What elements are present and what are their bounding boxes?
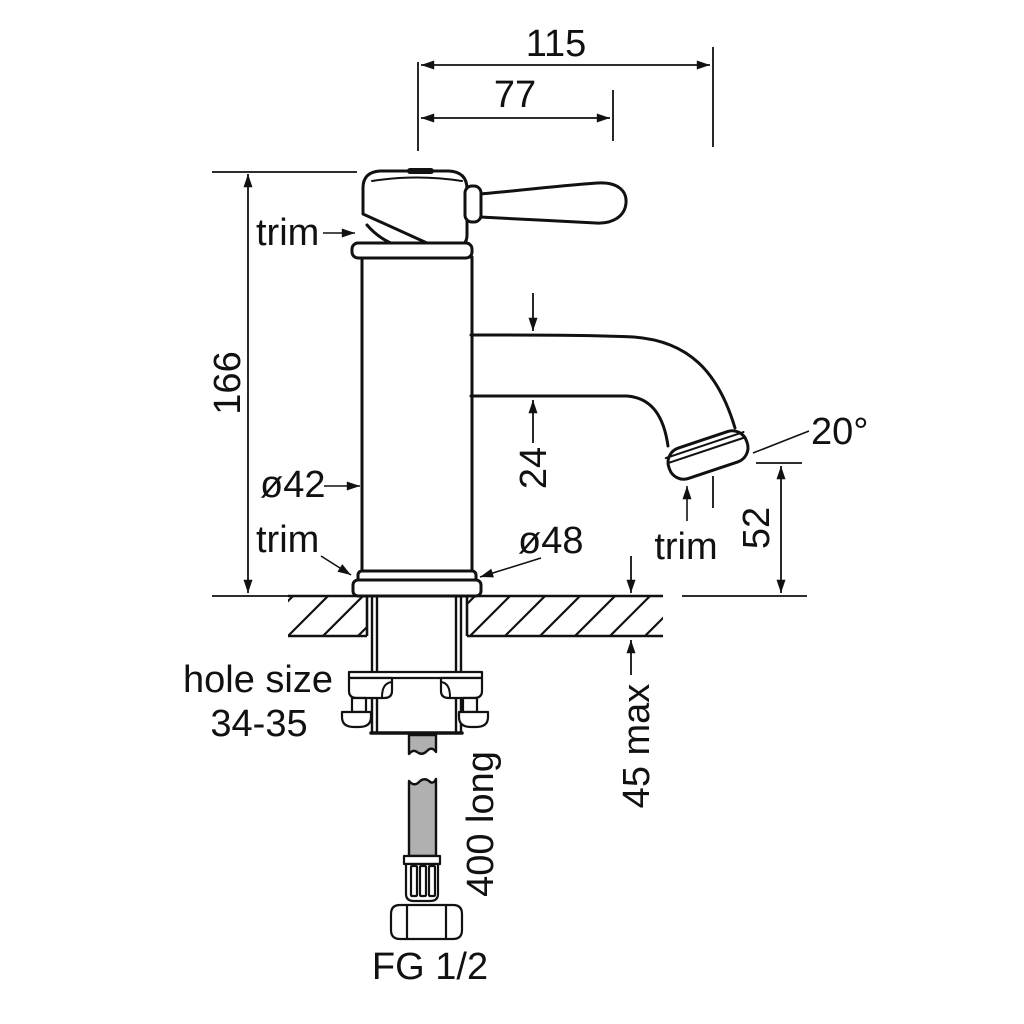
hole-size-line2: 34-35 — [210, 703, 307, 745]
clamp-screw-right-stem — [461, 696, 479, 714]
dim-77-label: 77 — [494, 74, 536, 116]
label-trim-handle: trim — [256, 212, 355, 254]
hose-nut — [389, 903, 464, 941]
bracket-plate — [347, 670, 484, 680]
dim-52: 52 — [682, 462, 807, 597]
dim-dia42: ø42 — [260, 464, 360, 506]
trim-base-label: trim — [256, 519, 319, 561]
spout — [469, 333, 750, 481]
dim-115: 115 — [417, 23, 714, 508]
label-trim-spout: trim — [654, 486, 718, 568]
dia42-label: ø42 — [260, 464, 325, 506]
label-trim-base: trim — [256, 519, 352, 576]
dim-166: 166 — [207, 171, 357, 597]
hose-upper-segment — [407, 733, 438, 756]
dim-24-label: 24 — [513, 447, 555, 489]
hole-size-line1: hole size — [183, 659, 333, 701]
angle-20-label: 20° — [811, 411, 868, 453]
dim-dia48: ø48 — [479, 520, 583, 578]
dim-166-label: 166 — [207, 351, 249, 414]
clamp-block-left — [347, 676, 394, 700]
dim-45max: 45 max — [616, 556, 658, 808]
head-index-mark — [407, 168, 434, 174]
clamp-block-right — [439, 676, 484, 700]
label-hole-size: hole size 34-35 — [183, 659, 333, 745]
dim-400-long: 400 long — [460, 751, 502, 897]
fg12-label: FG 1/2 — [372, 946, 488, 988]
deck-hatch-left — [288, 597, 367, 636]
dia48-label: ø48 — [518, 520, 583, 562]
spout-top-edge — [469, 333, 737, 430]
label-fg12: FG 1/2 — [372, 946, 488, 988]
handle-head — [350, 168, 628, 260]
dim-angle-20: 20° — [752, 411, 868, 454]
dim-24: 24 — [513, 293, 555, 489]
body-tube — [360, 255, 474, 575]
handle-trim-collar — [350, 241, 474, 260]
deck-hatch-right — [467, 597, 663, 636]
spout-bottom-edge — [469, 394, 670, 448]
lever-hub — [463, 184, 483, 224]
lever-handle — [478, 181, 628, 225]
dim-115-label: 115 — [526, 23, 587, 65]
dim-77: 77 — [421, 74, 614, 141]
clamp-screw-left-stem — [350, 696, 368, 714]
mounting-shank — [369, 597, 464, 735]
dim-400-label: 400 long — [460, 751, 502, 897]
faucet-body — [288, 168, 750, 941]
base-trim-flange — [351, 578, 483, 598]
trim-handle-label: trim — [256, 212, 319, 254]
mounting-bracket — [340, 670, 490, 729]
dim-52-label: 52 — [736, 507, 778, 549]
flexible-hose — [389, 733, 464, 941]
clamp-screw-left-head — [340, 710, 373, 729]
hose-lower-segment — [407, 777, 438, 858]
trim-spout-label: trim — [654, 526, 717, 568]
clamp-screw-right-head — [457, 710, 490, 729]
counter-deck — [288, 594, 663, 638]
hose-crimp-band — [402, 854, 442, 866]
spout-nozzle — [664, 429, 750, 481]
head-inner-line — [371, 176, 463, 182]
dim-45max-label: 45 max — [616, 684, 658, 809]
